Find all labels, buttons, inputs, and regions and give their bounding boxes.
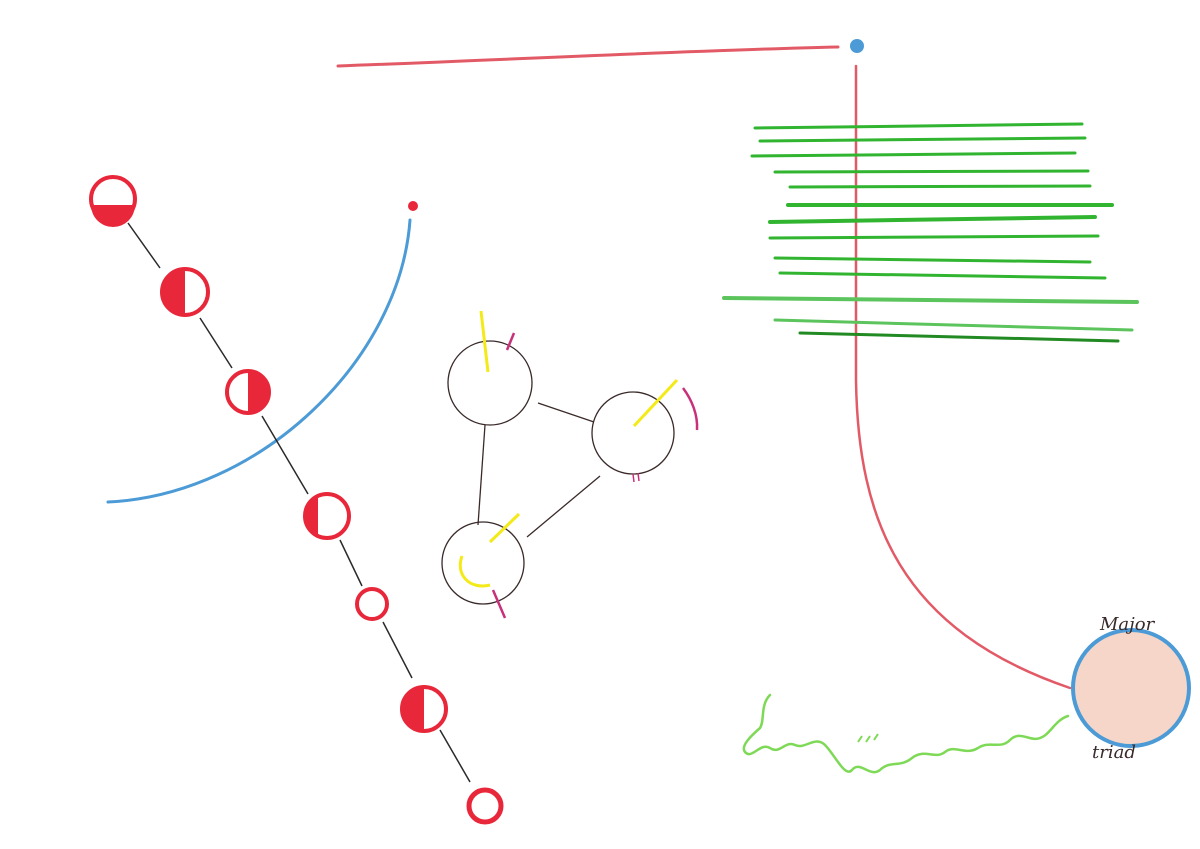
red-circle-5 [355,587,389,621]
triangle-circle-left [441,512,525,619]
triangle-circle-top [447,310,533,426]
red-circle-2 [160,267,210,317]
triad-label: triad [1092,742,1136,763]
red-circle-chain [89,175,504,825]
red-circle-6 [400,685,448,733]
red-circle-3 [225,369,271,415]
red-circle-7 [466,787,504,825]
top-blue-dot [850,39,864,53]
red-circle-1 [89,175,137,227]
arc-red-dot [408,201,418,211]
green-squiggle [742,693,1070,774]
major-triad-circle [1071,628,1191,748]
triangle-circle-right [591,378,699,483]
top-red-line [336,45,840,68]
blue-arc [106,218,412,504]
green-squiggle-dash [857,733,879,743]
vertical-red-curve [854,64,1072,690]
green-stroke-block [722,122,1139,343]
major-label: Major [1099,614,1156,635]
circle-triangle [441,310,699,619]
red-circle-4 [303,492,351,540]
